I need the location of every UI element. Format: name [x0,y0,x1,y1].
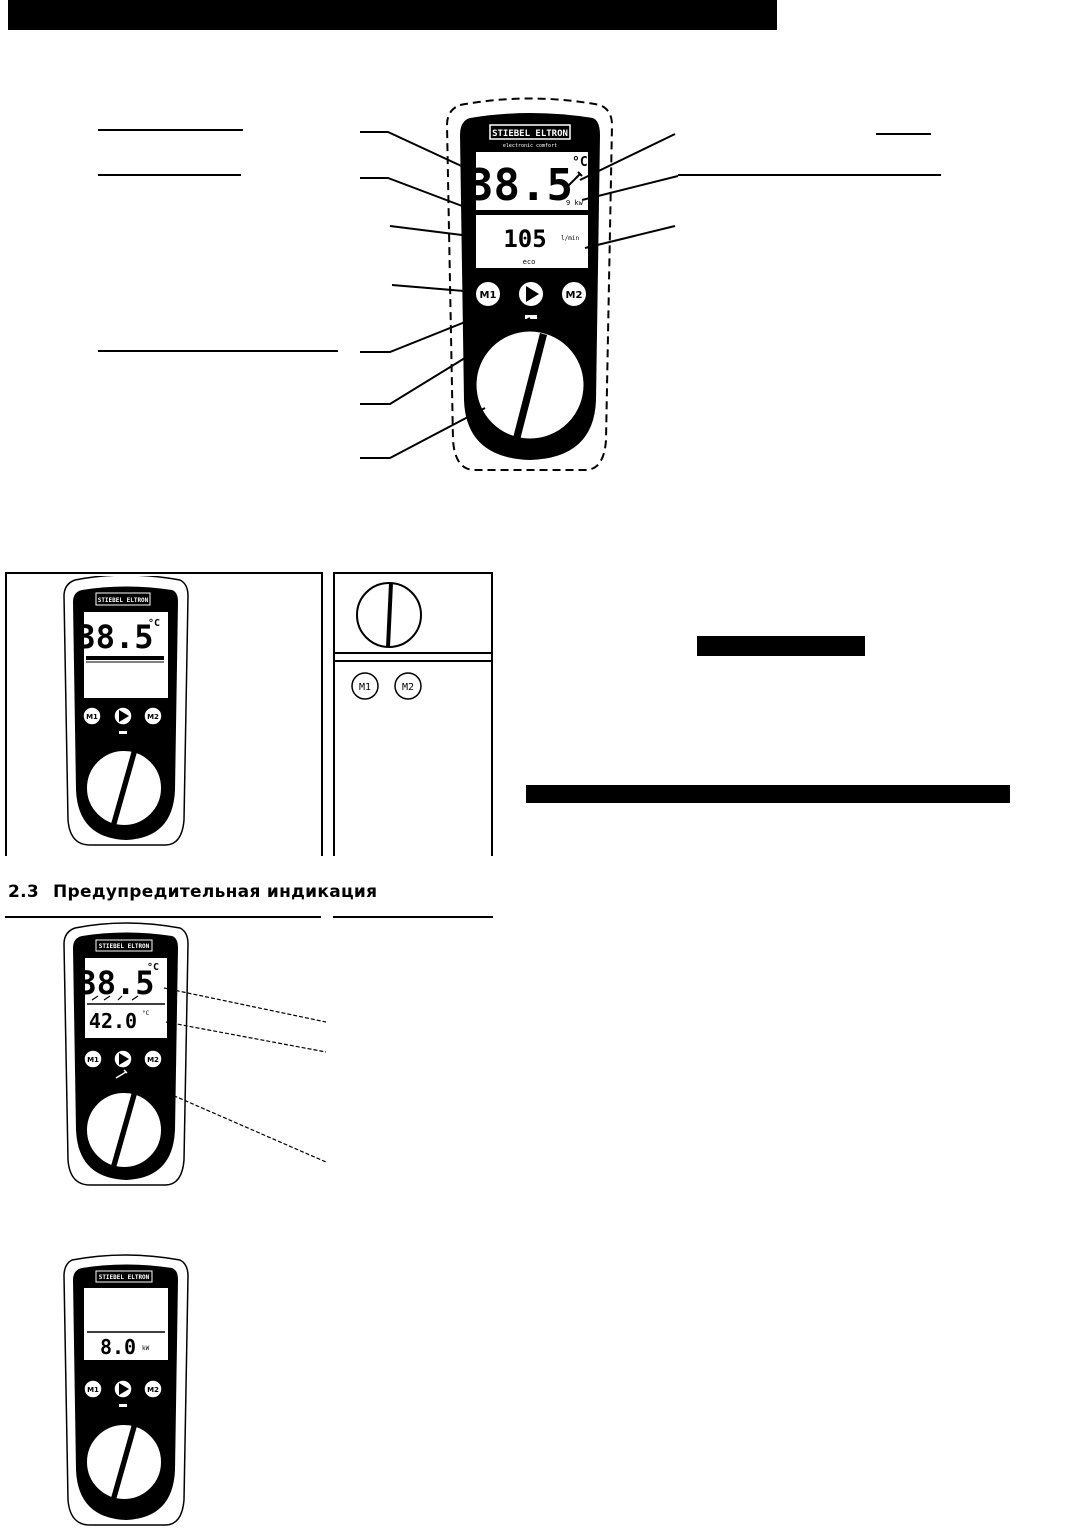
section-heading: 2.3 Предупредительная индикация [8,882,377,902]
frame-line [321,572,323,856]
label-line [678,174,941,176]
label-line [98,174,241,176]
small1-temperature: 38.5 [76,618,153,656]
section-number: 2.3 [8,882,40,902]
header-bar [8,0,777,30]
small-device-figure-1: STIEBEL ELTRON 38.5 °C M1 M2 [63,576,189,846]
frame-line [333,652,493,654]
play-icon [119,710,129,722]
main-unit-side: 9 kw [566,199,584,207]
label-line [98,129,243,131]
label-line [876,133,931,135]
wrench-icon [567,171,583,187]
main-button-m1-label: M1 [480,290,497,301]
warning-m1: M1 [87,1056,99,1064]
play-icon [526,286,539,302]
wrench-icon [115,1069,128,1079]
frame-line [5,572,321,574]
heading-rule [5,916,321,918]
frame-line [333,572,335,856]
power-m1: M1 [87,1386,99,1394]
power-value: 8.0 [100,1335,136,1359]
warning-m2: M2 [147,1056,159,1064]
knob-detail [356,582,422,648]
power-unit: kW [142,1345,150,1352]
warning-set-unit: °C [142,1010,150,1017]
warning-temp-unit: °C [147,962,159,973]
main-flow-value: 105 [503,225,546,253]
brand-subtitle: electronic comfort [503,143,557,149]
warning-set-temperature: 42.0 [89,1009,137,1033]
main-button-m2-label: M2 [566,290,583,301]
power-device-figure: STIEBEL ELTRON 8.0 kW M1 M2 [63,1254,189,1526]
label-line [98,350,338,352]
main-temp-unit: °C [572,155,588,170]
redacted-bar [526,785,1010,803]
frame-line [5,572,7,856]
heading-rule [333,916,493,918]
warning-device-figure: STIEBEL ELTRON 38.5 °C 42.0 °C M1 M2 [63,922,327,1186]
memory-m2: M2 [402,682,414,693]
play-icon [119,1383,129,1395]
section-title: Предупредительная индикация [53,882,378,902]
small1-brand: STIEBEL ELTRON [98,597,149,604]
m2-button-shape [560,280,588,308]
frame-line [333,572,493,574]
main-device-figure: STIEBEL ELTRON electronic comfort 38.5 °… [360,97,679,471]
warning-temperature: 38.5 [77,964,154,1002]
main-eco-label: eco [523,258,536,266]
play-icon [119,1053,129,1065]
memory-m1: M1 [359,682,371,693]
m1-button-shape [474,280,502,308]
main-temperature: 38.5 [467,160,573,211]
memory-buttons-detail: M1 M2 [351,672,422,700]
frame-line [491,572,493,856]
main-flow-unit: l/min [561,235,579,242]
redacted-bar [697,636,865,656]
brand-text: STIEBEL ELTRON [492,129,568,139]
frame-line [333,660,493,662]
small1-m2: M2 [147,713,159,721]
small1-temp-unit: °C [148,618,160,629]
warning-brand: STIEBEL ELTRON [99,943,150,950]
small1-m1: M1 [86,713,98,721]
warning-marks [91,995,139,1001]
power-brand: STIEBEL ELTRON [99,1274,150,1281]
power-m2: M2 [147,1386,159,1394]
